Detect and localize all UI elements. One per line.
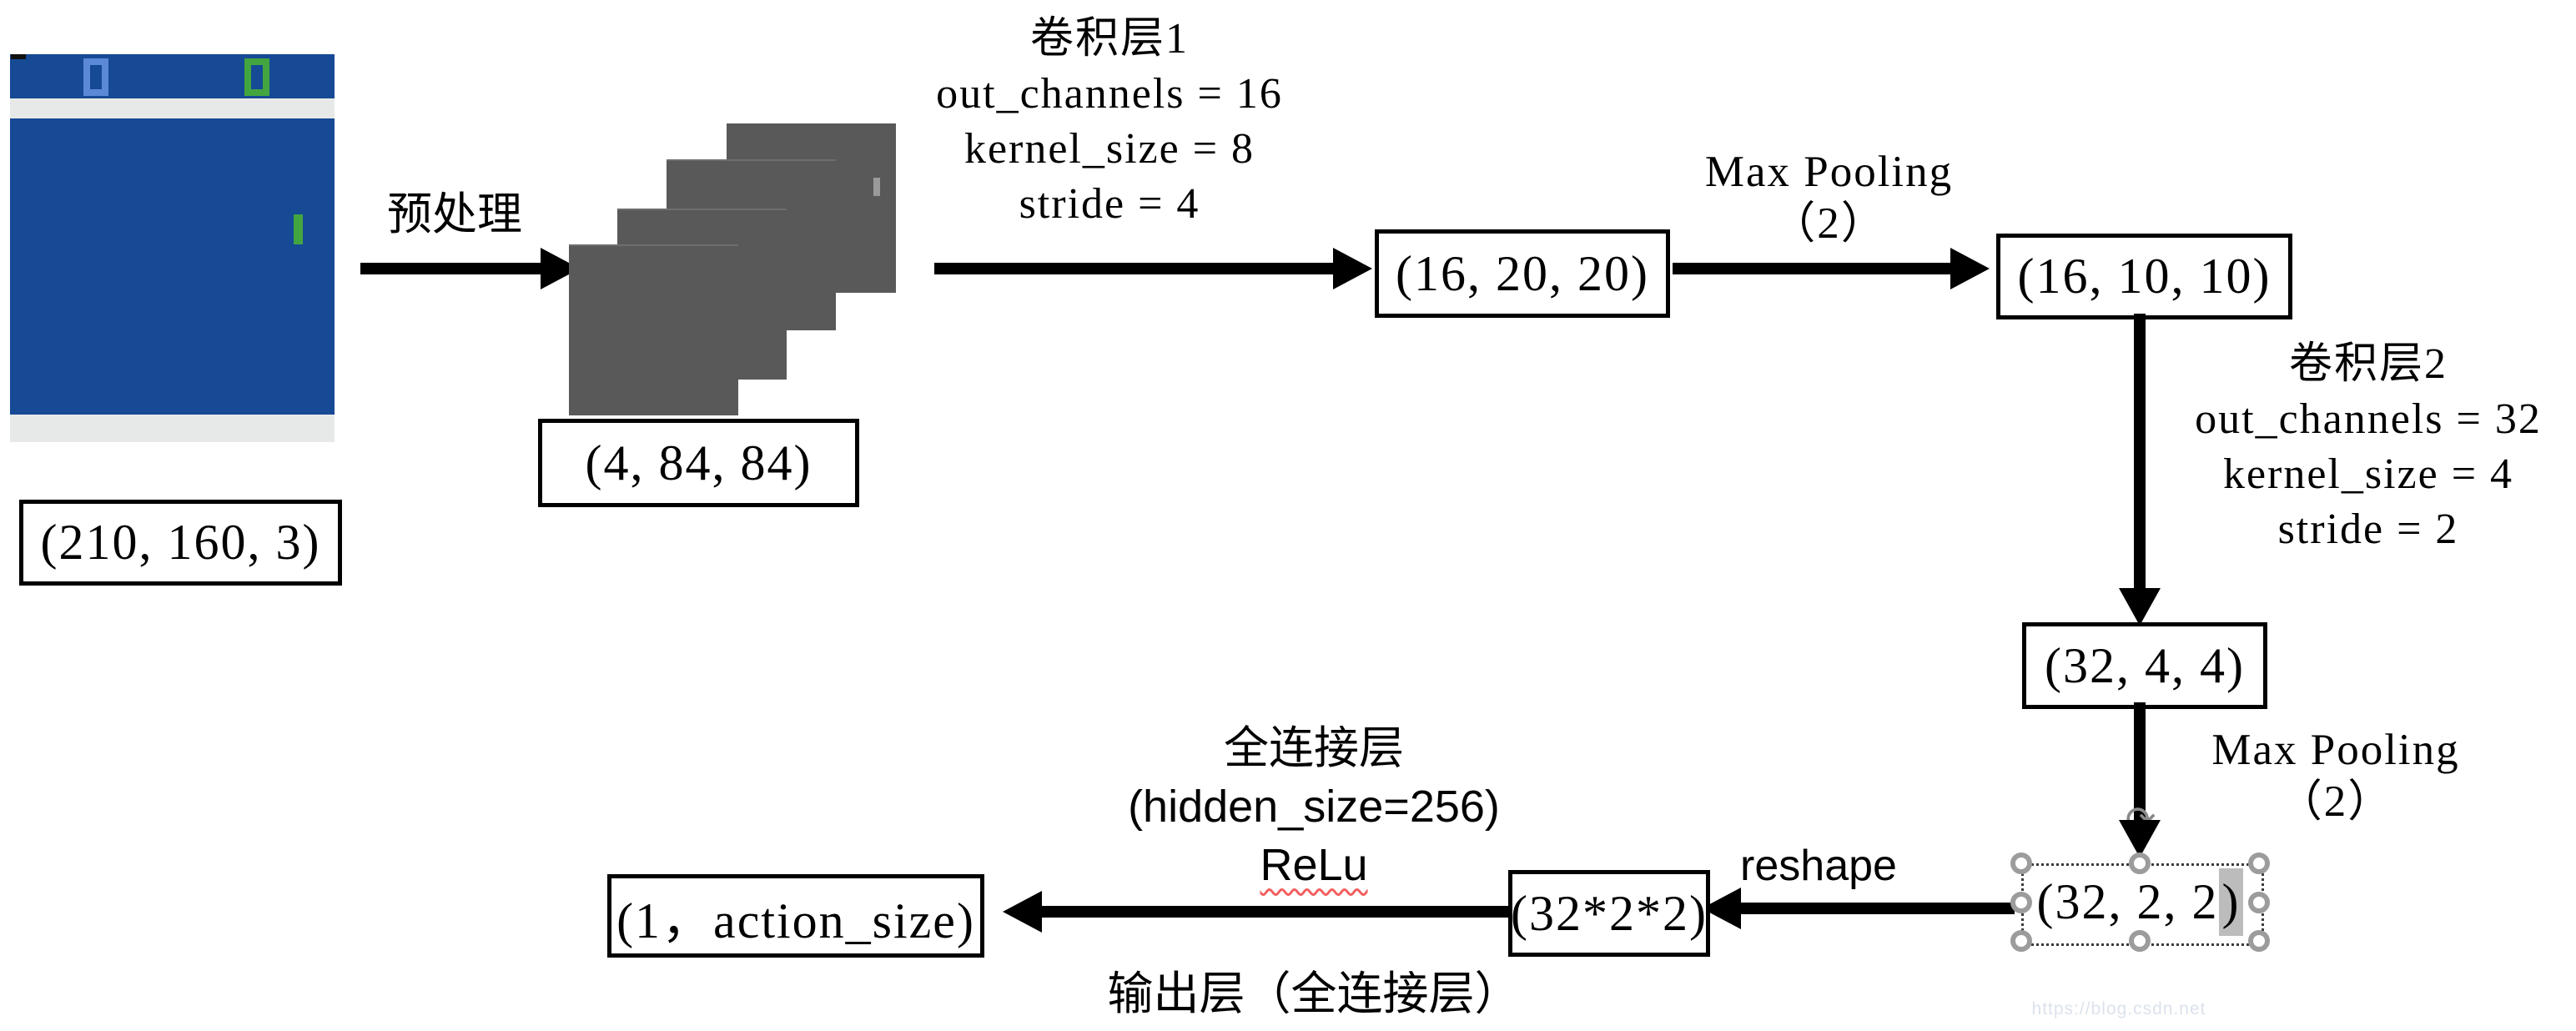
maxpool2-label: Max Pooling （2）	[2186, 724, 2486, 827]
conv1-label: 卷积层1 out_channels = 16 kernel_size = 8 s…	[868, 12, 1351, 232]
conv2-out-text: (32, 4, 4)	[2045, 637, 2245, 693]
conv2-param-3: stride = 2	[2277, 505, 2459, 553]
pool2-out-main: (32, 2, 2	[2036, 874, 2219, 929]
arrow-maxpool2	[2134, 702, 2146, 823]
arrow-maxpool1	[1673, 263, 1950, 274]
score-left-digit	[83, 58, 108, 96]
game-top-stripe	[10, 98, 335, 118]
arrow-fc	[1041, 906, 1508, 918]
frame-paddle-mark	[873, 178, 880, 196]
arrow-maxpool2-head	[2119, 820, 2161, 857]
arrow-fc-head	[1003, 891, 1042, 933]
pool2-out-paren-highlighted: )	[2218, 868, 2244, 936]
selection-handle-mid-left[interactable]	[2010, 892, 2032, 913]
fc-line3: ReLu	[1101, 836, 1527, 894]
selection-handle-top-left[interactable]	[2010, 852, 2032, 874]
flatten-box: (32*2*2)	[1508, 870, 1710, 957]
maxpool2-line1: Max Pooling	[2211, 726, 2460, 774]
game-bottom-stripe	[10, 415, 335, 442]
relu-text: ReLu	[1260, 840, 1368, 890]
game-field	[10, 118, 335, 415]
pool2-out-text: (32, 2, 2)	[2021, 863, 2259, 941]
preprocess-label: 预处理	[387, 189, 522, 239]
pool1-out-box: (16, 10, 10)	[1996, 234, 2292, 319]
arrow-conv2-head	[2119, 588, 2161, 626]
arrow-conv2	[2134, 314, 2146, 592]
maxpool1-label: Max Pooling （2）	[1668, 146, 1990, 249]
maxpool1-line2: （2）	[1771, 199, 1887, 248]
selection-handle-bottom-right[interactable]	[2248, 930, 2270, 952]
selection-handle-top-right[interactable]	[2248, 852, 2270, 874]
conv2-title: 卷积层2	[2288, 340, 2448, 388]
action-text: (1，action_size)	[616, 893, 975, 948]
conv1-title: 卷积层1	[1029, 15, 1189, 63]
input-dims-text: (210, 160, 3)	[40, 515, 321, 570]
maxpool2-line2: （2）	[2277, 777, 2394, 826]
fc-line2: (hidden_size=256)	[1128, 782, 1500, 832]
selection-handle-bottom-center[interactable]	[2129, 930, 2151, 952]
pong-game-image	[10, 54, 335, 442]
flatten-text: (32*2*2)	[1511, 885, 1708, 941]
action-box: (1，action_size)	[607, 874, 984, 958]
input-dims-box: (210, 160, 3)	[19, 500, 342, 586]
selection-handle-top-center[interactable]	[2129, 852, 2151, 874]
arrow-preprocess	[360, 263, 541, 274]
arrow-reshape	[1739, 903, 2015, 914]
conv2-param-1: out_channels = 32	[2195, 395, 2542, 443]
maxpool1-line1: Max Pooling	[1704, 148, 1954, 196]
selection-handle-mid-right[interactable]	[2248, 892, 2270, 913]
stacked-dims-box: (4, 84, 84)	[538, 419, 859, 507]
conv2-param-2: kernel_size = 4	[2222, 450, 2514, 498]
arrow-conv1	[934, 263, 1333, 274]
conv2-out-box: (32, 4, 4)	[2022, 622, 2267, 709]
conv1-param-2: kernel_size = 8	[963, 125, 1255, 173]
pool1-out-text: (16, 10, 10)	[2017, 249, 2272, 304]
conv2-label: 卷积层2 out_channels = 32 kernel_size = 4 s…	[2161, 337, 2576, 557]
fc-label: 全连接层 (hidden_size=256) ReLu	[1101, 719, 1527, 894]
conv1-out-box: (16, 20, 20)	[1375, 229, 1670, 318]
reshape-label: reshape	[1740, 842, 1897, 890]
output-layer-label: 输出层（全连接层）	[1107, 968, 1521, 1019]
fc-line1: 全连接层	[1224, 723, 1404, 773]
game-header-band	[10, 54, 335, 98]
arrow-conv1-head	[1333, 248, 1372, 289]
score-right-digit	[244, 58, 269, 96]
stacked-frame-1	[569, 244, 738, 415]
conv1-param-3: stride = 4	[1019, 180, 1200, 228]
conv1-param-1: out_channels = 16	[936, 70, 1283, 118]
stacked-dims-text: (4, 84, 84)	[585, 435, 813, 490]
conv1-out-text: (16, 20, 20)	[1396, 245, 1649, 301]
arrow-maxpool1-head	[1950, 248, 1990, 289]
selection-handle-bottom-left[interactable]	[2010, 930, 2032, 952]
game-corner-notch	[11, 54, 26, 59]
paddle-right	[294, 214, 303, 244]
watermark: https://blog.csdn.net	[2031, 999, 2206, 1018]
